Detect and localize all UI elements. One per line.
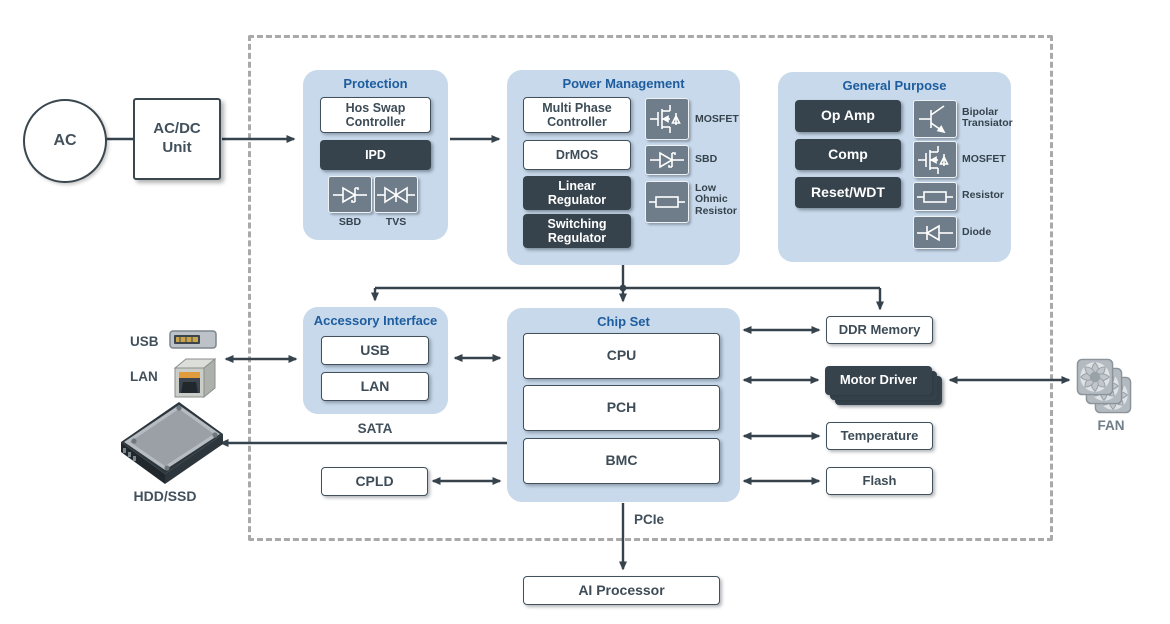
usb-box-label: USB: [360, 341, 390, 358]
pm-sbd-tile: [645, 145, 689, 175]
ac-label: AC: [53, 132, 77, 149]
ddr-memory-label: DDR Memory: [838, 321, 921, 337]
gp-diode-label: Diode: [962, 226, 992, 238]
switching-regulator-box: Switching Regulator: [523, 214, 631, 248]
pch-box: PCH: [523, 385, 720, 431]
system-boundary-dashed-border: [248, 35, 1053, 541]
resistor-icon: [917, 190, 953, 203]
ddr-memory-box: DDR Memory: [826, 316, 933, 344]
tvs-diode-icon: [377, 186, 415, 203]
ipd-box: IPD: [320, 140, 431, 170]
panel-general-purpose: General Purpose Op Amp Comp Reset/WDT Bi…: [778, 72, 1013, 262]
op-amp-label: Op Amp: [821, 107, 875, 124]
comp-box: Comp: [795, 139, 901, 170]
chip-set-title: Chip Set: [597, 314, 650, 329]
resistor-icon: [649, 196, 685, 208]
tvs-tile: [374, 176, 418, 213]
temperature-label: Temperature: [840, 427, 919, 443]
pch-label: PCH: [606, 399, 637, 416]
acdc-label: AC/DC Unit: [153, 120, 201, 156]
gp-resistor-label: Resistor: [962, 189, 1005, 201]
panel-protection: Protection Hos Swap Controller IPD SBD T…: [303, 70, 448, 240]
general-purpose-title: General Purpose: [842, 78, 947, 93]
reset-wdt-box: Reset/WDT: [795, 177, 901, 208]
cpld-box: CPLD: [321, 467, 428, 496]
protection-title: Protection: [343, 76, 408, 91]
sata-label: SATA: [357, 421, 393, 436]
panel-accessory-interface: Accessory Interface USB LAN: [303, 307, 448, 414]
sbd-caption: SBD: [338, 216, 362, 228]
usb-box: USB: [321, 336, 429, 365]
lan-port-icon: [173, 357, 217, 399]
motor-driver-box: Motor Driver: [825, 366, 932, 395]
ai-processor-label: AI Processor: [578, 581, 665, 598]
hot-swap-label: Hos Swap Controller: [345, 101, 406, 129]
drmos-box: DrMOS: [523, 140, 631, 170]
gp-bipolar-tile: [913, 100, 957, 138]
linear-regulator-label: Linear Regulator: [547, 179, 607, 207]
gp-diode-tile: [913, 216, 957, 249]
gp-resistor-tile: [913, 182, 957, 211]
multi-phase-controller-box: Multi Phase Controller: [523, 97, 631, 133]
cpu-box: CPU: [523, 333, 720, 379]
fan-icon-front: [1076, 358, 1114, 396]
pcie-label: PCIe: [634, 512, 665, 527]
mosfet-icon: [650, 105, 681, 133]
lan-peripheral-label: LAN: [130, 369, 158, 384]
comp-label: Comp: [828, 145, 868, 162]
power-management-title: Power Management: [562, 76, 685, 91]
flash-label: Flash: [862, 472, 897, 488]
usb-peripheral-label: USB: [130, 334, 159, 349]
tvs-caption: TVS: [385, 216, 407, 228]
switching-regulator-label: Switching Regulator: [547, 217, 607, 245]
gp-mosfet-label: MOSFET: [962, 153, 1006, 165]
sbd-tile: [328, 176, 372, 213]
linear-regulator-box: Linear Regulator: [523, 176, 631, 210]
diode-icon: [917, 224, 953, 241]
lan-box: LAN: [321, 372, 429, 401]
accessory-interface-title: Accessory Interface: [313, 313, 438, 328]
sbd-diode-icon: [333, 186, 367, 203]
panel-power-management: Power Management Multi Phase Controller …: [507, 70, 740, 265]
cpu-label: CPU: [606, 347, 637, 364]
ac-source: AC: [23, 99, 107, 183]
mosfet-icon: [918, 145, 949, 174]
temperature-box: Temperature: [826, 422, 933, 450]
motor-driver-stack: Motor Driver: [825, 366, 945, 408]
motor-driver-label: Motor Driver: [839, 372, 918, 388]
op-amp-box: Op Amp: [795, 100, 901, 132]
gp-bipolar-label: Bipolar Transiator: [962, 106, 1013, 130]
pm-mosfet-label: MOSFET: [695, 113, 739, 125]
ai-processor-box: AI Processor: [523, 576, 720, 605]
lan-box-label: LAN: [360, 377, 390, 394]
hdd-icon: [121, 402, 223, 484]
hot-swap-controller-box: Hos Swap Controller: [320, 97, 431, 133]
flash-box: Flash: [826, 467, 933, 495]
reset-wdt-label: Reset/WDT: [811, 183, 885, 200]
pm-mosfet-tile: [645, 98, 689, 140]
drmos-label: DrMOS: [555, 148, 599, 162]
pm-low-ohmic-label: Low Ohmic Resistor: [695, 182, 738, 217]
pm-sbd-label: SBD: [695, 153, 718, 165]
bmc-box: BMC: [523, 438, 720, 484]
pm-low-ohmic-tile: [645, 181, 689, 223]
hdd-label: HDD/SSD: [133, 488, 197, 504]
bipolar-transistor-icon: [919, 105, 946, 134]
multi-phase-label: Multi Phase Controller: [542, 101, 612, 129]
gp-mosfet-tile: [913, 141, 957, 178]
cpld-label: CPLD: [355, 472, 394, 489]
fan-label: FAN: [1097, 418, 1125, 433]
bmc-label: BMC: [605, 452, 638, 469]
ipd-label: IPD: [365, 148, 386, 162]
panel-chip-set: Chip Set CPU PCH BMC: [507, 308, 740, 502]
sbd-diode-icon: [650, 151, 684, 169]
usb-plug-icon: [169, 330, 217, 349]
acdc-unit: AC/DC Unit: [133, 98, 221, 180]
